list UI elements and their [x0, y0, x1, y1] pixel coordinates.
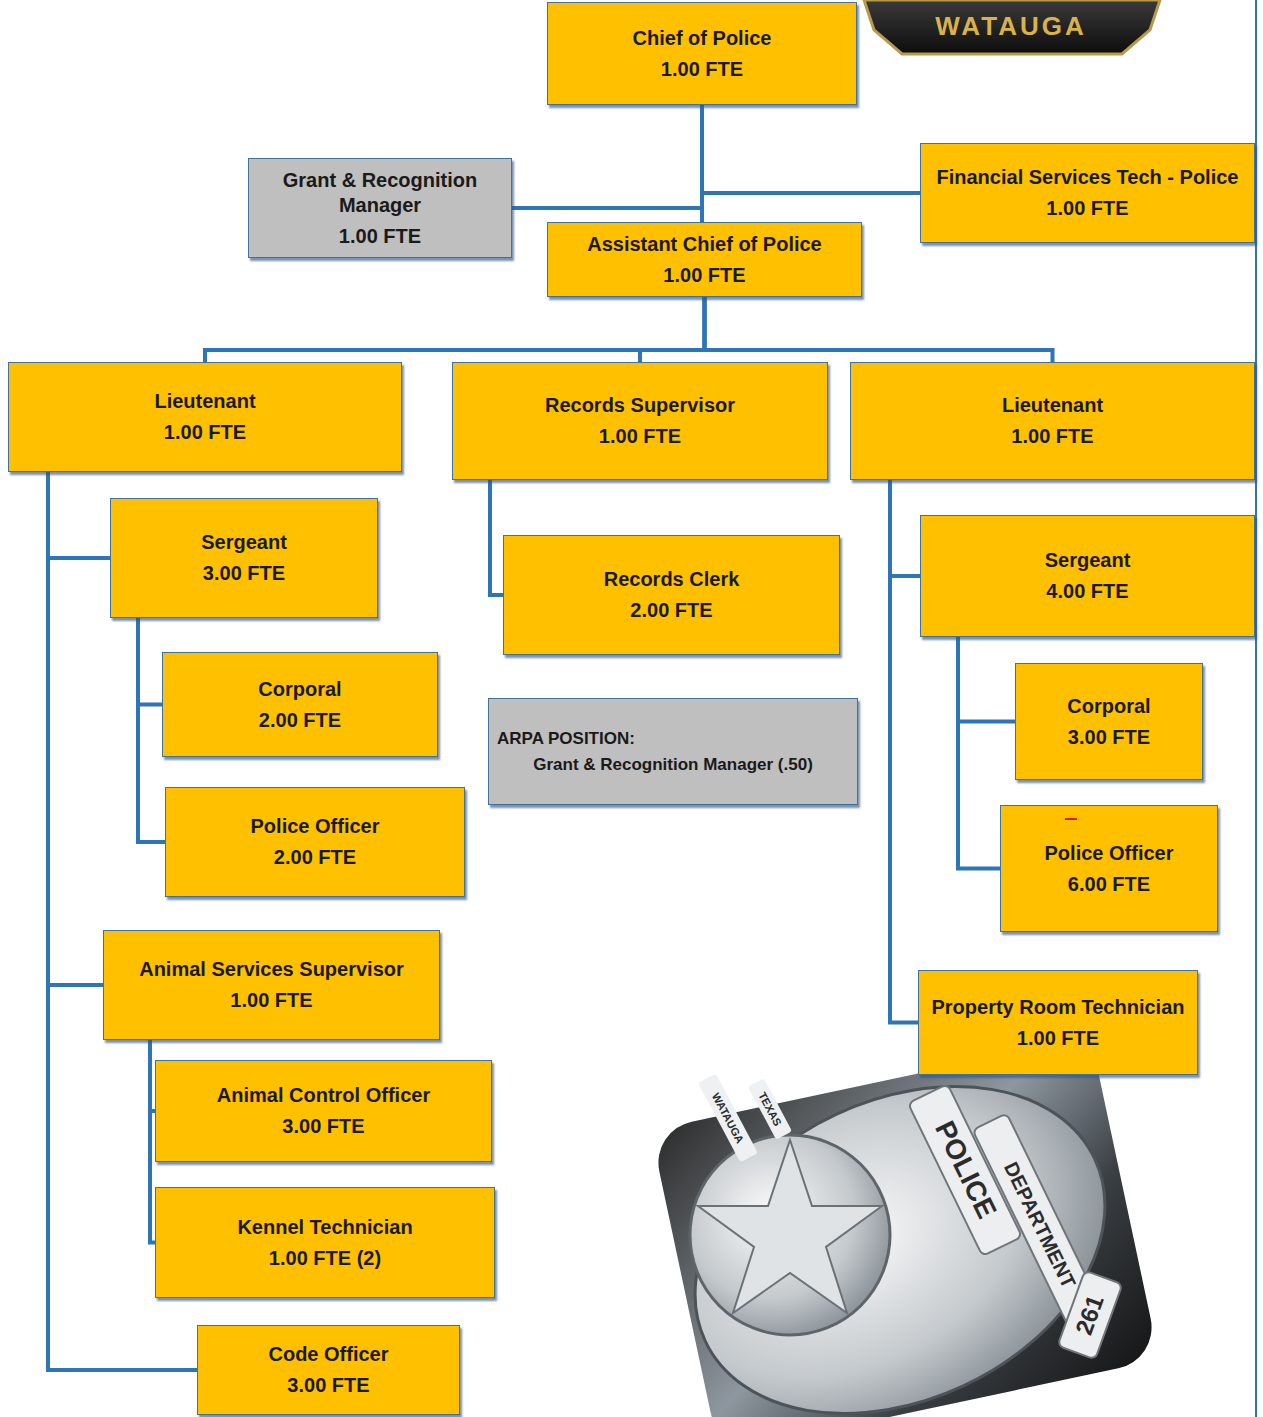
badge-text: 261 [1071, 1292, 1109, 1339]
badge-text: WATAUGA [710, 1091, 747, 1145]
position-box: Animal Services Supervisor 1.00 FTE [103, 930, 440, 1040]
position-title: Police Officer [1009, 841, 1209, 866]
position-box: Animal Control Officer 3.00 FTE [155, 1060, 492, 1162]
fte-count: 3.00 FTE [1024, 725, 1194, 750]
position-title: Animal Control Officer [164, 1083, 483, 1108]
position-title: Records Supervisor [461, 393, 819, 418]
connector [702, 105, 920, 193]
position-title: Code Officer [206, 1342, 451, 1367]
position-box: Lieutenant 1.00 FTE [850, 362, 1255, 480]
fte-count: 1.00 FTE [112, 988, 431, 1013]
position-title: Lieutenant [17, 389, 393, 414]
fte-count: 3.00 FTE [206, 1373, 451, 1398]
fte-count: 1.00 FTE [556, 263, 853, 288]
fte-count: 1.00 FTE (2) [164, 1246, 486, 1271]
page-border [1255, 0, 1257, 1417]
fte-count: 1.00 FTE [556, 57, 848, 82]
position-box: Grant & Recognition Manager 1.00 FTE [248, 158, 512, 258]
connector [958, 637, 1015, 722]
position-box: Kennel Technician 1.00 FTE (2) [155, 1187, 495, 1298]
badge-text: TEXAS [756, 1090, 784, 1128]
badge-photo [642, 1023, 1160, 1417]
fte-count: 2.00 FTE [171, 708, 429, 733]
connector [48, 472, 110, 558]
badge-plate [748, 1078, 792, 1139]
position-box: Financial Services Tech - Police 1.00 FTE [920, 143, 1255, 243]
connector [705, 297, 1053, 362]
position-box: Records Clerk 2.00 FTE [503, 535, 840, 655]
connector [205, 297, 705, 362]
position-box: Corporal 3.00 FTE [1015, 663, 1203, 780]
connector [48, 472, 103, 985]
position-title: Sergeant [929, 548, 1246, 573]
badge-text: DEPARTMENT [1000, 1158, 1080, 1291]
connector [490, 480, 503, 595]
fte-count: 1.00 FTE [927, 1026, 1189, 1051]
position-box: Records Supervisor 1.00 FTE [452, 362, 828, 480]
fte-count: 1.00 FTE [17, 420, 393, 445]
position-title: Financial Services Tech - Police [929, 165, 1246, 190]
connector [958, 637, 1000, 869]
position-box: Property Room Technician 1.00 FTE [918, 970, 1198, 1075]
position-title: Kennel Technician [164, 1215, 486, 1240]
position-box: Code Officer 3.00 FTE [197, 1325, 460, 1415]
position-box: Sergeant 4.00 FTE [920, 515, 1255, 637]
badge-seal [690, 1135, 890, 1335]
connector [512, 105, 702, 208]
position-title: Corporal [1024, 694, 1194, 719]
note-box: ARPA POSITION: Grant & Recognition Manage… [488, 698, 858, 805]
connector [700, 105, 704, 222]
position-box: Police Officer 2.00 FTE [165, 787, 465, 897]
fte-count: 1.00 FTE [461, 424, 819, 449]
logo-shape [864, 0, 1160, 54]
fte-count: 2.00 FTE [174, 845, 456, 870]
red-mark [1065, 818, 1077, 820]
badge-plate [698, 1074, 758, 1163]
note-heading: ARPA POSITION: [497, 728, 849, 749]
position-box: Sergeant 3.00 FTE [110, 498, 378, 618]
connector [640, 297, 705, 362]
logo-text: WATAUGA [935, 12, 1086, 41]
position-title: Lieutenant [859, 393, 1246, 418]
fte-count: 4.00 FTE [929, 579, 1246, 604]
connector [138, 618, 162, 705]
position-title: Assistant Chief of Police [556, 232, 853, 257]
badge-star [698, 1140, 882, 1313]
fte-count: 6.00 FTE [1009, 872, 1209, 897]
position-box: Corporal 2.00 FTE [162, 652, 438, 757]
position-box: Chief of Police 1.00 FTE [547, 2, 857, 105]
fte-count: 1.00 FTE [859, 424, 1246, 449]
fte-count: 1.00 FTE [929, 196, 1246, 221]
connector [890, 480, 920, 576]
position-title: Records Clerk [512, 567, 831, 592]
position-title: Animal Services Supervisor [112, 957, 431, 982]
fte-count: 2.00 FTE [512, 598, 831, 623]
position-title: Property Room Technician [927, 995, 1189, 1020]
note-body: Grant & Recognition Manager (.50) [497, 754, 849, 775]
position-title: Corporal [171, 677, 429, 702]
fte-count: 1.00 FTE [257, 224, 503, 249]
badge-text: POLICE [928, 1116, 1001, 1223]
position-box: Police Officer 6.00 FTE [1000, 805, 1218, 932]
fte-count: 3.00 FTE [119, 561, 369, 586]
position-box: Lieutenant 1.00 FTE [8, 362, 402, 472]
position-title: Chief of Police [556, 26, 848, 51]
position-box: Assistant Chief of Police 1.00 FTE [547, 222, 862, 297]
fte-count: 3.00 FTE [164, 1114, 483, 1139]
connector [138, 618, 165, 842]
connector [890, 480, 918, 1023]
position-title: Sergeant [119, 530, 369, 555]
badge-shield [642, 1023, 1158, 1417]
position-title: Grant & Recognition Manager [257, 168, 503, 218]
position-title: Police Officer [174, 814, 456, 839]
